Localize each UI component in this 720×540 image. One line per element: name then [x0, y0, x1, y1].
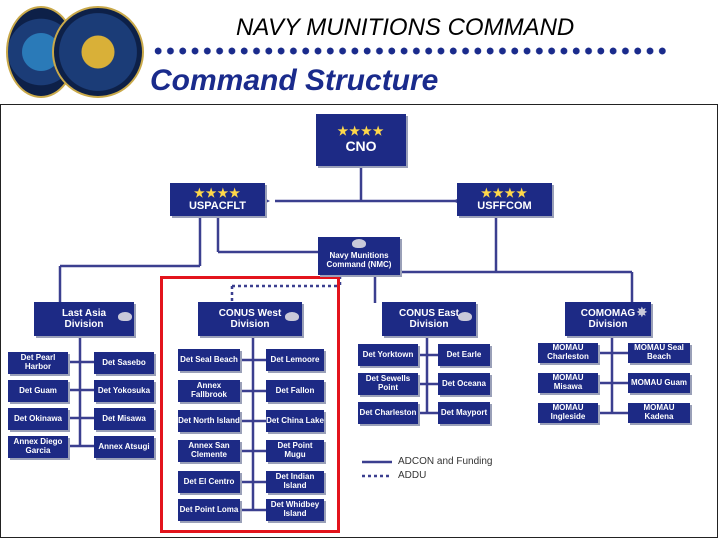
division-label: Last Asia Division [61, 307, 107, 330]
unit-label: Det Guam [19, 385, 57, 395]
four-star-insignia: ★★★★ [337, 124, 385, 139]
east-asia-division-box[interactable]: Last Asia Division [34, 302, 134, 336]
unit-box[interactable]: MOMAU Kadena [628, 403, 690, 423]
unit-label: Det Yorktown [362, 349, 414, 359]
eagle-insignia [118, 312, 132, 321]
page-subtitle: Command Structure [150, 64, 439, 97]
unit-label: Det Sasebo [102, 357, 146, 367]
unit-label: Det Okinawa [13, 413, 62, 423]
unit-box[interactable]: Annex San Clemente [178, 440, 240, 462]
cno-label: CNO [345, 137, 377, 154]
unit-label: Det Seal Beach [180, 354, 238, 364]
unit-label: Det Fallon [275, 385, 315, 395]
division-label: CONUS West Division [218, 307, 282, 330]
unit-box[interactable]: MOMAU Ingleside [538, 403, 598, 423]
conus-west-division-box[interactable]: CONUS West Division [198, 302, 302, 336]
unit-box[interactable]: Det Indian Island [266, 471, 324, 493]
unit-label: Det El Centro [183, 476, 235, 486]
unit-box[interactable]: Annex Fallbrook [178, 380, 240, 402]
unit-box[interactable]: Det Yokosuka [94, 380, 154, 402]
usffcom-label: USFFCOM [477, 200, 532, 213]
unit-box[interactable]: Det Charleston [358, 402, 418, 424]
unit-box[interactable]: MOMAU Guam [628, 373, 690, 393]
cno-box[interactable]: ★★★★ CNO [316, 114, 406, 166]
legend-solid-label: ADCON and Funding [398, 456, 493, 467]
unit-box[interactable]: Det Lemoore [266, 349, 324, 371]
unit-label: Det Point Loma [179, 504, 239, 514]
unit-box[interactable]: MOMAU Seal Beach [628, 343, 690, 363]
unit-label: Det Whidbey Island [270, 500, 320, 518]
star-insignia: ✸ [636, 304, 648, 320]
unit-label: Det Charleston [359, 407, 417, 417]
eagle-insignia [285, 312, 299, 321]
division-label: CONUS East Division [398, 307, 459, 330]
unit-box[interactable]: Annex Diego Garcia [8, 436, 68, 458]
unit-box[interactable]: Det North Island [178, 410, 240, 432]
unit-label: Det Oceana [441, 378, 487, 388]
four-star-insignia: ★★★★ [193, 185, 242, 200]
unit-label: Annex Atsugi [98, 441, 150, 451]
chart-frame [0, 104, 718, 538]
unit-box[interactable]: Det Earle [438, 344, 490, 366]
unit-box[interactable]: Det Guam [8, 380, 68, 402]
unit-label: MOMAU Seal Beach [634, 343, 684, 361]
unit-label: Annex San Clemente [188, 441, 230, 459]
unit-label: MOMAU Guam [631, 377, 687, 387]
four-star-insignia: ★★★★ [480, 185, 529, 200]
unit-box[interactable]: MOMAU Misawa [538, 373, 598, 393]
unit-box[interactable]: Det Okinawa [8, 408, 68, 430]
nmc-seal [52, 6, 144, 98]
uspacflt-box[interactable]: ★★★★ USPACFLT [170, 183, 265, 216]
unit-box[interactable]: Det Point Mugu [266, 440, 324, 462]
unit-box[interactable]: Det Seal Beach [178, 349, 240, 371]
eagle-insignia [352, 239, 366, 248]
unit-box[interactable]: Det Mayport [438, 402, 490, 424]
unit-box[interactable]: Det El Centro [178, 471, 240, 493]
unit-label: Det Indian Island [275, 472, 315, 490]
unit-label: MOMAU Charleston [547, 343, 589, 361]
uspacflt-label: USPACFLT [188, 200, 247, 213]
unit-label: Det Mayport [440, 407, 488, 417]
unit-box[interactable]: MOMAU Charleston [538, 343, 598, 363]
division-label: COMOMAG Division [580, 307, 636, 330]
unit-box[interactable]: Annex Atsugi [94, 436, 154, 458]
unit-label: Det Lemoore [270, 354, 320, 364]
title-dot-divider [152, 46, 670, 56]
unit-box[interactable]: Det Misawa [94, 408, 154, 430]
unit-label: Det North Island [178, 415, 240, 425]
eagle-insignia [458, 312, 472, 321]
comomag-division-box[interactable]: COMOMAG Division [565, 302, 651, 336]
unit-label: Det Point Mugu [277, 441, 313, 459]
unit-box[interactable]: Det Sasebo [94, 352, 154, 374]
unit-box[interactable]: Det Whidbey Island [266, 499, 324, 521]
unit-label: MOMAU Misawa [552, 373, 584, 391]
legend-dotted-label: ADDU [398, 470, 427, 481]
unit-box[interactable]: Det Point Loma [178, 499, 240, 521]
unit-label: Annex Diego Garcia [13, 437, 63, 455]
nmc-label: Navy Munitions Command (NMC) [326, 251, 392, 269]
unit-box[interactable]: Det Sewells Point [358, 373, 418, 395]
unit-box[interactable]: Det Yorktown [358, 344, 418, 366]
unit-label: MOMAU Kadena [643, 403, 675, 421]
unit-label: Det Sewells Point [365, 374, 411, 392]
conus-west-highlight [160, 276, 340, 533]
unit-box[interactable]: Det China Lake [266, 410, 324, 432]
unit-box[interactable]: Det Pearl Harbor [8, 352, 68, 374]
unit-label: Annex Fallbrook [190, 381, 227, 399]
unit-label: Det Earle [446, 349, 482, 359]
unit-box[interactable]: Det Fallon [266, 380, 324, 402]
unit-label: MOMAU Ingleside [550, 403, 586, 421]
page-title: NAVY MUNITIONS COMMAND [236, 14, 575, 41]
unit-label: Det Yokosuka [97, 385, 151, 395]
usffcom-box[interactable]: ★★★★ USFFCOM [457, 183, 552, 216]
unit-label: Det China Lake [266, 415, 324, 425]
unit-label: Det Pearl Harbor [20, 353, 56, 371]
unit-label: Det Misawa [102, 413, 146, 423]
unit-box[interactable]: Det Oceana [438, 373, 490, 395]
